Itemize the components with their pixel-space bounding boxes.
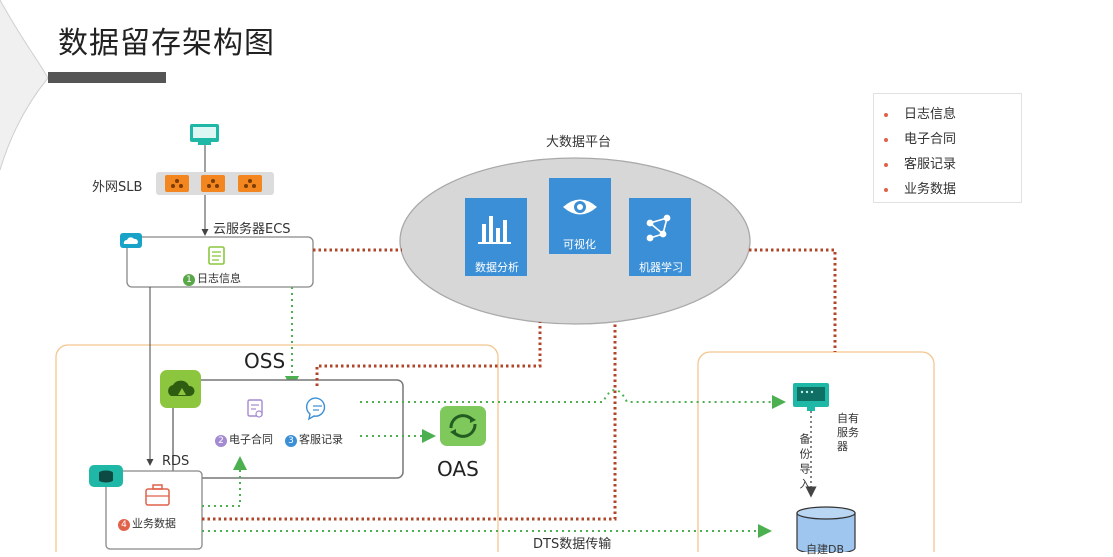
badge-3: 3	[285, 435, 297, 447]
oss-label: OSS	[244, 349, 286, 373]
legend-dot	[884, 187, 888, 192]
big-data-platform-label: 大数据平台	[546, 135, 612, 150]
self-built-db-label: 自建DB	[806, 543, 845, 556]
line-oss-to-platform	[315, 322, 542, 386]
legend-item: 客服记录	[884, 153, 956, 172]
legend-label: 客服记录	[904, 157, 957, 172]
legend-dot	[884, 112, 888, 117]
backup-import-label: 备份导入	[798, 433, 811, 493]
terminal-icon	[190, 124, 219, 145]
rds-label: RDS	[162, 454, 190, 469]
legend: 日志信息 电子合同 客服记录 业务数据	[873, 93, 1022, 203]
ecs-box	[126, 236, 314, 288]
rds-database-icon	[89, 465, 123, 487]
line-platform-to-own-server	[749, 248, 837, 352]
slb-nodes	[165, 175, 262, 192]
legend-label: 日志信息	[904, 107, 957, 122]
external-slb-label: 外网SLB	[92, 180, 143, 195]
legend-item: 业务数据	[884, 178, 956, 197]
own-datacenter-region	[697, 351, 935, 552]
self-built-db-icon	[796, 506, 856, 552]
own-server-icon	[793, 383, 829, 411]
ml-network-icon	[646, 214, 671, 242]
e-contract-label: 电子合同	[229, 433, 273, 446]
oss-region	[55, 344, 499, 552]
badge-2: 2	[215, 435, 227, 447]
line-rds-to-platform	[202, 322, 617, 521]
line-oss-to-own-server	[360, 389, 786, 409]
own-server-label: 自有服务器	[837, 412, 859, 453]
bar-chart-icon	[478, 216, 511, 244]
page-title: 数据留存架构图	[58, 26, 275, 61]
oas-label: OAS	[437, 457, 479, 481]
contract-icon	[247, 399, 263, 418]
rds-box	[105, 470, 203, 550]
legend-dot	[884, 137, 888, 142]
badge-4: 4	[118, 519, 130, 531]
ecs-label: 云服务器ECS	[213, 222, 291, 237]
customer-service-label: 客服记录	[299, 433, 343, 446]
tile-machine-learning	[629, 198, 691, 276]
decorative-curve	[0, 0, 49, 171]
legend-dot	[884, 162, 888, 167]
legend-label: 业务数据	[904, 182, 957, 197]
briefcase-icon	[145, 484, 170, 506]
legend-item: 电子合同	[884, 128, 956, 147]
oss-box	[172, 379, 404, 479]
dts-label: DTS数据传输	[533, 537, 612, 552]
title-underline	[48, 72, 166, 83]
cloud-server-icon	[120, 233, 142, 248]
chat-icon	[306, 397, 326, 421]
oas-archive-icon	[440, 406, 486, 446]
visualization-label: 可视化	[563, 238, 596, 251]
legend-label: 电子合同	[904, 132, 957, 147]
log-document-icon	[208, 246, 225, 265]
legend-item: 日志信息	[884, 103, 956, 122]
eye-icon	[563, 199, 597, 215]
badge-1: 1	[183, 274, 195, 286]
business-data-label: 业务数据	[132, 517, 176, 530]
oss-logo-icon	[160, 370, 201, 408]
log-info-label: 日志信息	[197, 272, 241, 285]
tile-visualization	[549, 178, 611, 254]
machine-learning-label: 机器学习	[639, 261, 683, 274]
data-analysis-label: 数据分析	[475, 261, 519, 274]
